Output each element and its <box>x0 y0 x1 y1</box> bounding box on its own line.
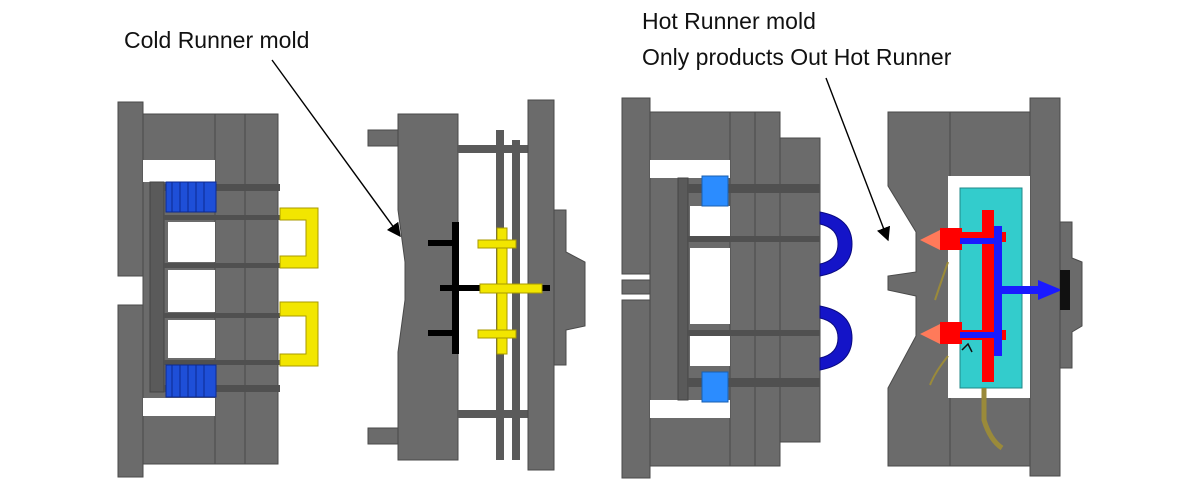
guide-bushing-bottom <box>701 371 729 403</box>
ejected-part-top <box>819 211 853 277</box>
hot-runner-pointer-arrow <box>825 77 891 242</box>
spring-top <box>165 181 217 213</box>
hot-runner-mold-closed <box>621 97 853 479</box>
cold-runner-plastic-top <box>279 207 319 269</box>
cold-runner-mold-open <box>367 99 586 471</box>
hot-runner-mold-manifold <box>887 97 1083 477</box>
spring-bottom <box>165 364 217 398</box>
hot-runner-mold-label: Hot Runner mold <box>642 8 816 34</box>
cold-runner-mold-closed <box>117 101 319 478</box>
cold-runner-pointer-arrow <box>271 59 401 238</box>
nozzle-tip-top <box>920 230 940 250</box>
ejected-part-bottom <box>819 305 853 371</box>
cold-runner-plastic-bottom <box>279 301 319 367</box>
hot-runner-subtitle-label: Only products Out Hot Runner <box>642 44 952 70</box>
nozzle-tip-bottom <box>920 324 940 344</box>
heater-wiring <box>981 388 1004 451</box>
melt-flow-path <box>960 226 1062 356</box>
guide-bushing-top <box>701 175 729 207</box>
cold-runner-mold-label: Cold Runner mold <box>124 27 310 53</box>
ejected-cold-runner-yellow <box>477 227 543 355</box>
